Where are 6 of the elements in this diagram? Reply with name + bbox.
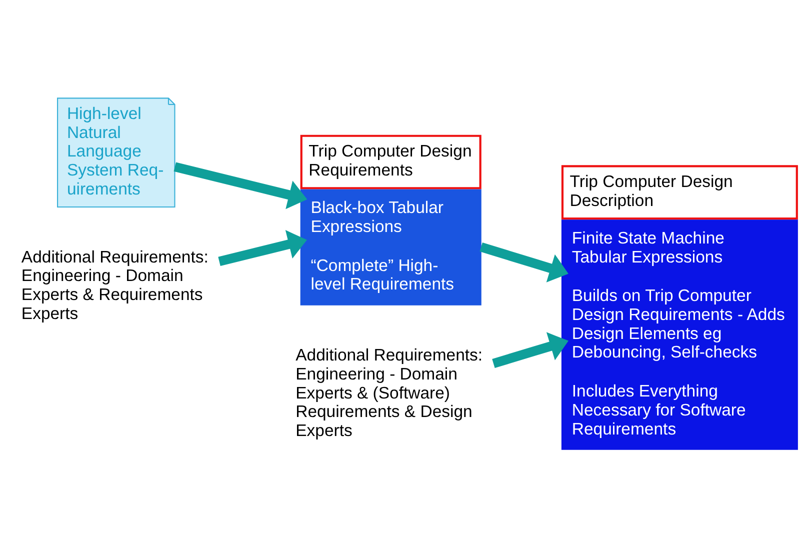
arrow	[174, 162, 308, 209]
arrow	[492, 332, 568, 368]
arrow	[218, 230, 307, 266]
node-text: Additional Requirements: Engineering - Domain Experts & Requirements Experts	[21, 246, 208, 322]
node-text: Additional Requirements: Engineering - Domain Experts & (Software) Requirements & Design Experts	[296, 345, 483, 440]
arrow	[480, 242, 568, 282]
